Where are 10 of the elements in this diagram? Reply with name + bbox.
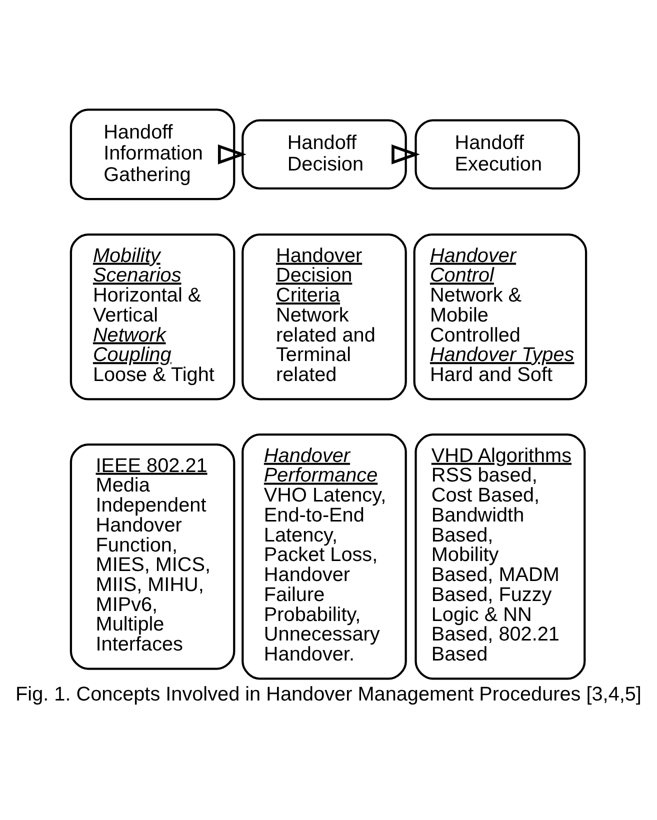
node-box: Handover Decision Criteria Network related and Terminal related [242,232,407,400]
caption: Fig. 1. Concepts Involved in Handover Management Procedures [3,4,5] [16,682,642,705]
node-box: Handoff Execution [414,118,580,189]
node-box: Handover Control Network & Mobile Controlled Handover Types Hard and Soft [413,232,588,400]
arrow [218,144,246,164]
node-box: Mobility Scenarios Horizontal & Vertical Network Coupling Loose & Tight [70,232,236,400]
node-box: Handover Performance VHO Latency, End-to-End Latency, Packet Loss, Handover Failure Probability, Unnecessary Handover. [242,433,407,680]
node-box: IEEE 802.21 Media Independent Handover Function, MIES, MICS, MIIS, MIHU, MIPv6, Multiple Interfaces [70,443,236,670]
node-box: VHD Algorithms RSS based, Cost Based, Bandwidth Based, Mobility Based, MADM Based, Fuzzy Logic & NN Based, 802.21 Based [414,433,586,680]
arrow [392,144,420,164]
